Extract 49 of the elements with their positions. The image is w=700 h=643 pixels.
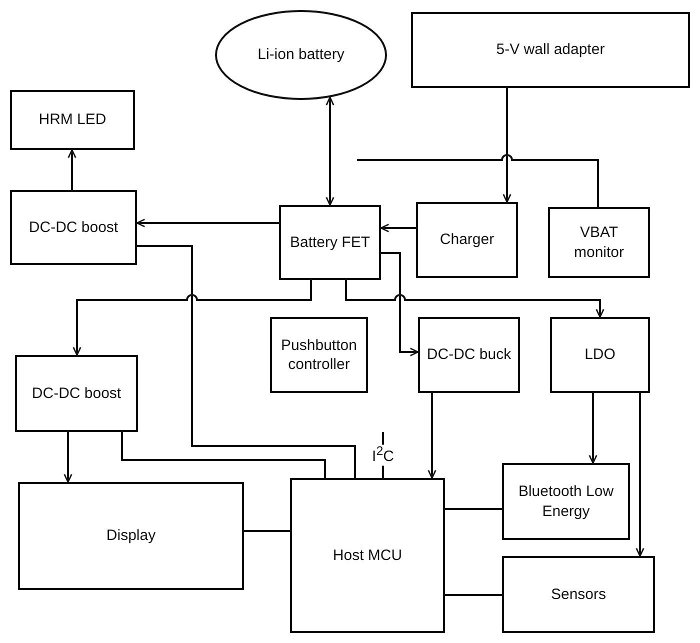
arrow <box>345 280 604 318</box>
battery-ellipse <box>215 10 387 100</box>
block-box <box>290 478 445 633</box>
block-box <box>548 207 650 278</box>
block-label: Battery FET <box>288 232 372 252</box>
block-label: Sensors <box>550 584 608 604</box>
block-label: DC-DC buck <box>426 345 512 365</box>
connector-line <box>445 508 502 510</box>
block-label: Li-ion battery <box>256 45 346 65</box>
arrow <box>381 252 419 356</box>
block-label: Host MCU <box>332 546 404 566</box>
block-box <box>411 12 690 88</box>
block-box <box>416 202 518 278</box>
arrow <box>636 393 644 557</box>
arrow <box>326 96 334 206</box>
block-label: DC-DC boost <box>28 218 120 238</box>
block-label: Charger <box>438 230 496 250</box>
block-box <box>10 90 135 150</box>
arrow <box>136 218 279 228</box>
arrow <box>428 393 436 479</box>
block-label: DC-DC boost <box>30 384 122 404</box>
block-box <box>502 556 655 633</box>
connector-line <box>445 594 502 596</box>
block-label: HRM LED <box>38 110 108 130</box>
block-box <box>550 317 650 393</box>
block-box <box>418 317 520 393</box>
block-label: LDO <box>584 345 616 365</box>
arrow <box>380 224 416 232</box>
block-label: VBAT monitor <box>572 223 626 262</box>
edge-label: I$^{2}$C <box>370 444 396 466</box>
connector-line <box>244 530 290 532</box>
connector-line <box>357 154 599 207</box>
connector-line <box>121 432 326 478</box>
block-box <box>502 463 630 540</box>
arrow <box>72 280 312 356</box>
block-label: 5-V wall adapter <box>495 40 606 60</box>
block-label: Pushbutton controller <box>280 336 358 374</box>
block-box <box>18 482 244 590</box>
block-box <box>270 317 368 393</box>
arrow <box>68 149 76 190</box>
block-label: Display <box>105 526 157 546</box>
block-box <box>279 205 381 280</box>
block-box <box>10 190 137 265</box>
block-label: Bluetooth Low Energy <box>517 482 615 521</box>
arrow <box>64 432 72 483</box>
arrow <box>588 393 598 464</box>
connector-line <box>137 245 356 478</box>
block-box <box>15 355 138 432</box>
arrow <box>502 88 512 203</box>
